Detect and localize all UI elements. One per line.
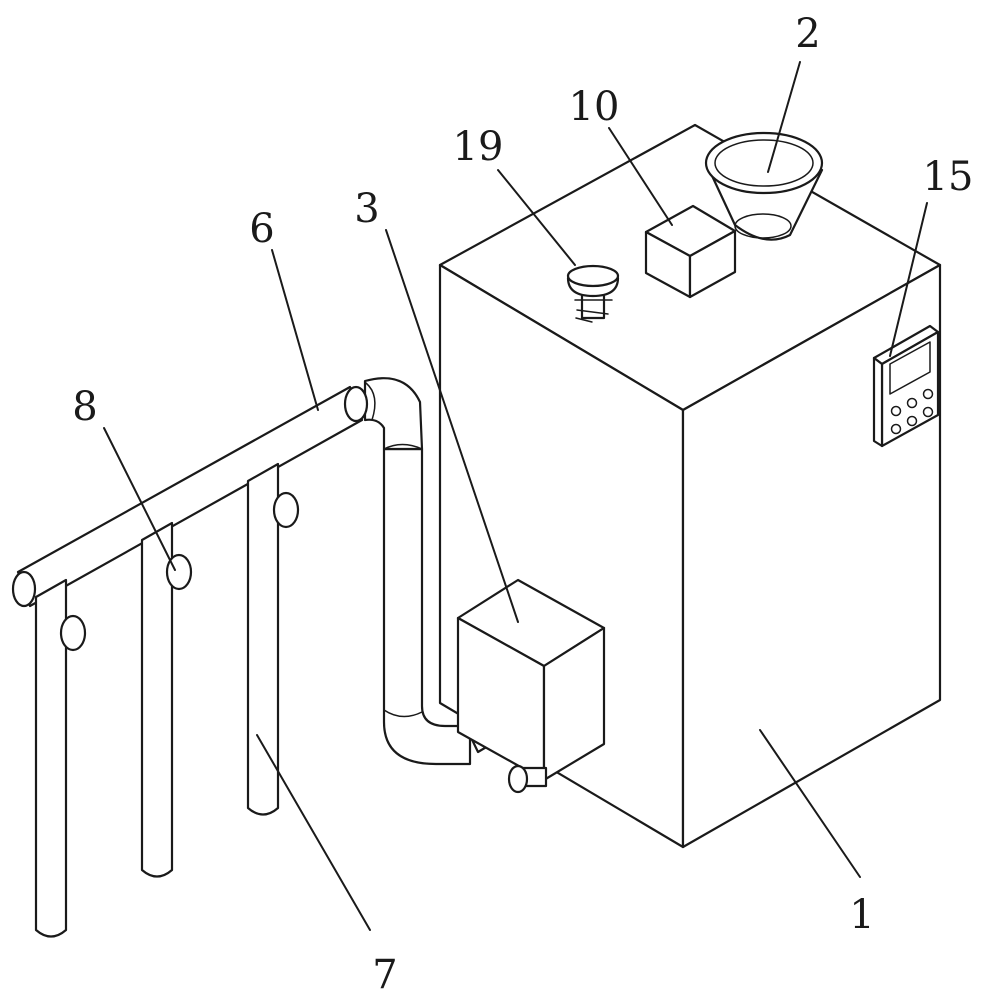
callout-2: 2 (795, 11, 820, 57)
panel-display (889, 341, 931, 395)
callout-1: 1 (849, 892, 874, 938)
callout-19: 19 (453, 124, 504, 170)
callout-6: 6 (249, 206, 274, 252)
callout-10: 10 (569, 84, 620, 130)
feed-funnel (704, 131, 824, 241)
drain-valve (507, 764, 548, 794)
panel-buttons (890, 388, 934, 435)
drop-pipe-3 (246, 462, 300, 816)
top-module-box (644, 204, 737, 299)
callout-15: 15 (923, 154, 974, 200)
pump-box (456, 578, 606, 782)
callout-8: 8 (72, 384, 97, 430)
top-valve (566, 264, 620, 323)
callout-7: 7 (372, 952, 397, 998)
callout-labels: 1 2 3 6 7 8 10 15 19 (72, 11, 973, 998)
drop-pipe-2 (140, 521, 193, 878)
callout-3: 3 (354, 186, 379, 232)
drop-pipes (34, 462, 300, 938)
drop-pipe-1 (34, 578, 87, 938)
control-panel (872, 324, 940, 448)
leader-lines (103, 61, 928, 931)
